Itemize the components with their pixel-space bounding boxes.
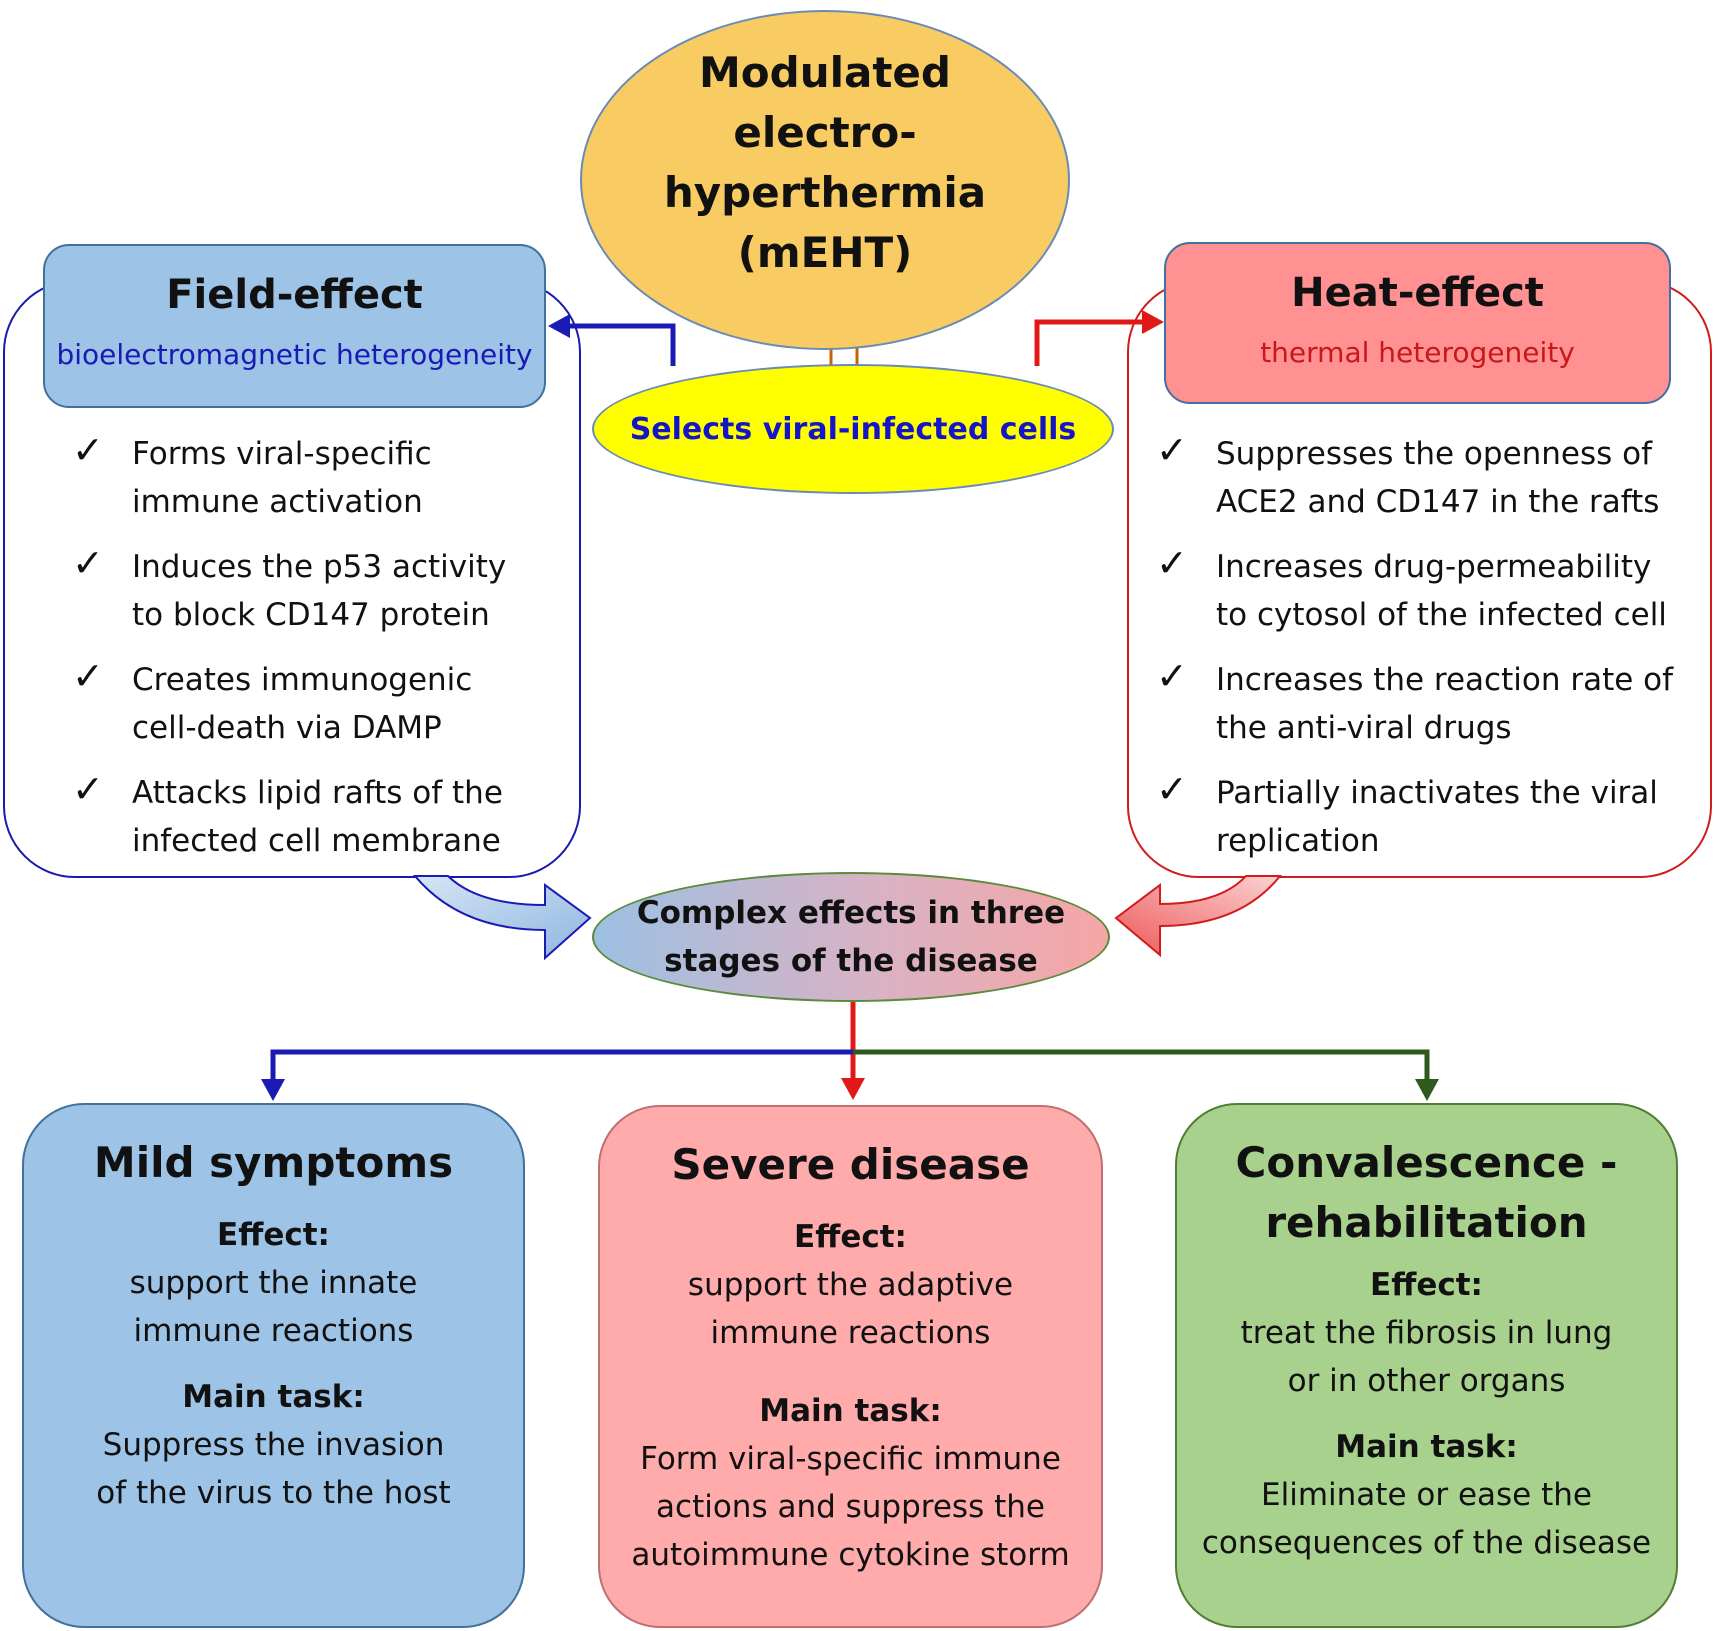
checkmark-icon: ✓ bbox=[1156, 767, 1188, 811]
main-task-text: Suppress the invasion of the virus to th… bbox=[96, 1427, 451, 1511]
heat-item-text: Suppresses the openness of ACE2 and CD14… bbox=[1216, 436, 1660, 520]
field-item-text: Induces the p53 activity to block CD147 … bbox=[132, 549, 507, 633]
select-cells-label: Selects viral-infected cells bbox=[629, 411, 1077, 447]
select-cells-ellipse: Selects viral-infected cells bbox=[592, 364, 1114, 494]
field-item-text: Attacks lipid rafts of the infected cell… bbox=[132, 775, 503, 859]
field-item: ✓ Induces the p53 activity to block CD14… bbox=[72, 543, 572, 639]
main-task-label: Main task: bbox=[1335, 1429, 1518, 1465]
field-item-text: Creates immunogenic cell-death via DAMP bbox=[132, 662, 473, 746]
complex-effects-label: Complex effects in three stages of the d… bbox=[636, 895, 1066, 979]
checkmark-icon: ✓ bbox=[1156, 654, 1188, 698]
main-task-label: Main task: bbox=[182, 1379, 365, 1415]
checkmark-icon: ✓ bbox=[1156, 428, 1188, 472]
stage-title: Mild symptoms bbox=[93, 1138, 454, 1187]
heat-to-complex-curved-arrow bbox=[1114, 875, 1283, 958]
connector-field-line bbox=[566, 323, 676, 366]
stage-convalescence: Convalescence - rehabilitation Effect: t… bbox=[1175, 1103, 1678, 1628]
field-effect-subtitle: bioelectromagnetic heterogeneity bbox=[56, 338, 533, 371]
main-task-text: Form viral-specific immune actions and s… bbox=[631, 1441, 1070, 1573]
stage-severe-disease: Severe disease Effect: support the adapt… bbox=[598, 1105, 1103, 1628]
tree-green-branch bbox=[853, 1049, 1430, 1082]
heat-item: ✓ Suppresses the openness of ACE2 and CD… bbox=[1156, 430, 1716, 526]
main-task-label: Main task: bbox=[759, 1393, 942, 1429]
checkmark-icon: ✓ bbox=[72, 767, 104, 811]
checkmark-icon: ✓ bbox=[1156, 541, 1188, 585]
heat-item: ✓ Increases the reaction rate of the ant… bbox=[1156, 656, 1716, 752]
stage-mild-symptoms: Mild symptoms Effect: support the innate… bbox=[22, 1103, 525, 1628]
tree-green-arrowhead bbox=[1415, 1079, 1439, 1101]
checkmark-icon: ✓ bbox=[72, 428, 104, 472]
main-task-text: Eliminate or ease the consequences of th… bbox=[1201, 1477, 1652, 1561]
heat-item-text: Increases drug-permeability to cytosol o… bbox=[1216, 549, 1667, 633]
field-item: ✓ Creates immunogenic cell-death via DAM… bbox=[72, 656, 572, 752]
effect-label: Effect: bbox=[217, 1217, 330, 1253]
field-effect-list: ✓ Forms viral-specific immune activation… bbox=[72, 430, 572, 882]
heat-effect-list: ✓ Suppresses the openness of ACE2 and CD… bbox=[1156, 430, 1716, 882]
tree-red-arrowhead bbox=[841, 1078, 865, 1100]
field-effect-header: Field-effect bioelectromagnetic heteroge… bbox=[43, 244, 546, 408]
field-item-text: Forms viral-specific immune activation bbox=[132, 436, 432, 520]
field-to-complex-curved-arrow bbox=[412, 875, 592, 961]
heat-item: ✓ Increases drug-permeability to cytosol… bbox=[1156, 543, 1716, 639]
connector-heat-line bbox=[1034, 319, 1146, 366]
mEHT-title: Modulated electro-hyperthermia (mEHT) bbox=[663, 48, 987, 277]
heat-item-text: Partially inactivates the viral replicat… bbox=[1216, 775, 1658, 859]
mEHT-ellipse: Modulated electro-hyperthermia (mEHT) bbox=[580, 10, 1070, 350]
connector-heat-arrowhead bbox=[1142, 310, 1164, 334]
tree-blue-arrowhead bbox=[261, 1079, 285, 1101]
stage-title: Severe disease bbox=[671, 1140, 1030, 1189]
connector-field-arrowhead bbox=[548, 314, 570, 338]
field-effect-title: Field-effect bbox=[166, 272, 423, 318]
checkmark-icon: ✓ bbox=[72, 654, 104, 698]
field-item: ✓ Attacks lipid rafts of the infected ce… bbox=[72, 769, 572, 865]
checkmark-icon: ✓ bbox=[72, 541, 104, 585]
tree-blue-branch bbox=[270, 1049, 853, 1082]
heat-item-text: Increases the reaction rate of the anti-… bbox=[1216, 662, 1674, 746]
heat-effect-subtitle: thermal heterogeneity bbox=[1260, 336, 1575, 369]
effect-label: Effect: bbox=[794, 1219, 907, 1255]
effect-label: Effect: bbox=[1370, 1267, 1483, 1303]
effect-text: support the innate immune reactions bbox=[129, 1265, 418, 1349]
complex-effects-ellipse: Complex effects in three stages of the d… bbox=[592, 872, 1110, 1002]
field-item: ✓ Forms viral-specific immune activation bbox=[72, 430, 572, 526]
heat-effect-header: Heat-effect thermal heterogeneity bbox=[1164, 242, 1671, 404]
effect-text: support the adaptive immune reactions bbox=[687, 1267, 1014, 1351]
stage-title: Convalescence - rehabilitation bbox=[1235, 1138, 1618, 1247]
heat-item: ✓ Partially inactivates the viral replic… bbox=[1156, 769, 1716, 865]
effect-text: treat the fibrosis in lung or in other o… bbox=[1240, 1315, 1613, 1399]
heat-effect-title: Heat-effect bbox=[1291, 270, 1544, 316]
